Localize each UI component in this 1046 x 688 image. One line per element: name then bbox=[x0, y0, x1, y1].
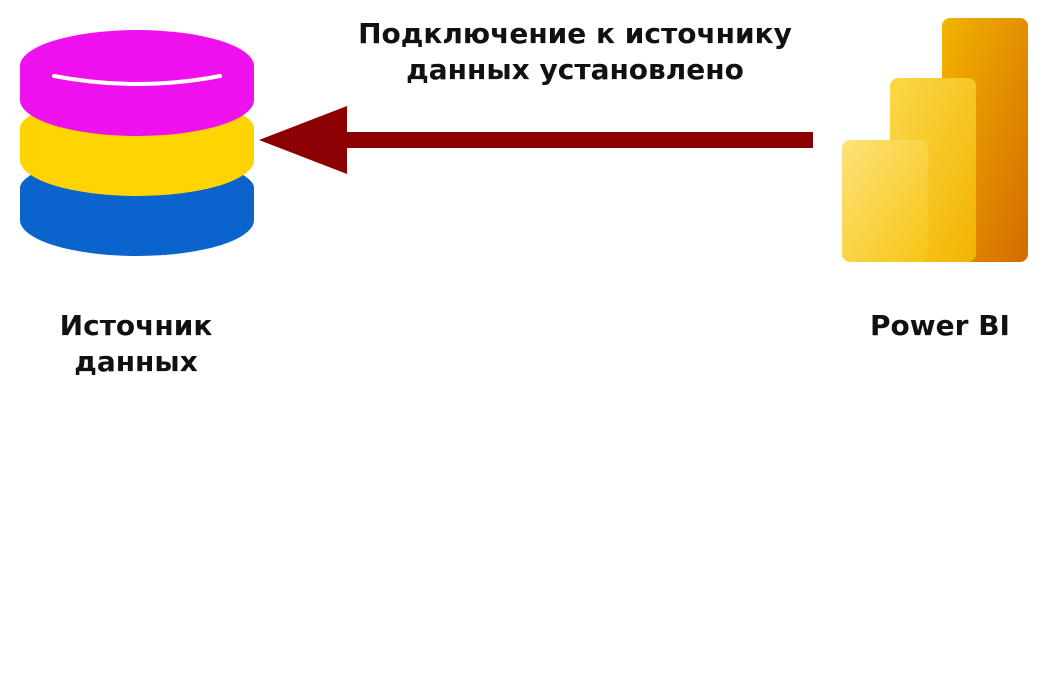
power-bi-label: Power BI bbox=[870, 309, 1010, 342]
data-source-node: Источник данных bbox=[0, 0, 280, 400]
power-bi-node: Power BI bbox=[820, 0, 1046, 400]
database-icon bbox=[20, 30, 254, 256]
power-bi-bar-short bbox=[842, 140, 928, 262]
data-source-label: Источник данных bbox=[59, 309, 213, 378]
connection-label: Подключение к источнику данных установле… bbox=[358, 17, 792, 86]
power-bi-logo bbox=[842, 18, 1028, 262]
connection-arrow bbox=[259, 106, 813, 174]
database-highlight bbox=[52, 74, 222, 86]
arrow-head bbox=[259, 106, 347, 174]
